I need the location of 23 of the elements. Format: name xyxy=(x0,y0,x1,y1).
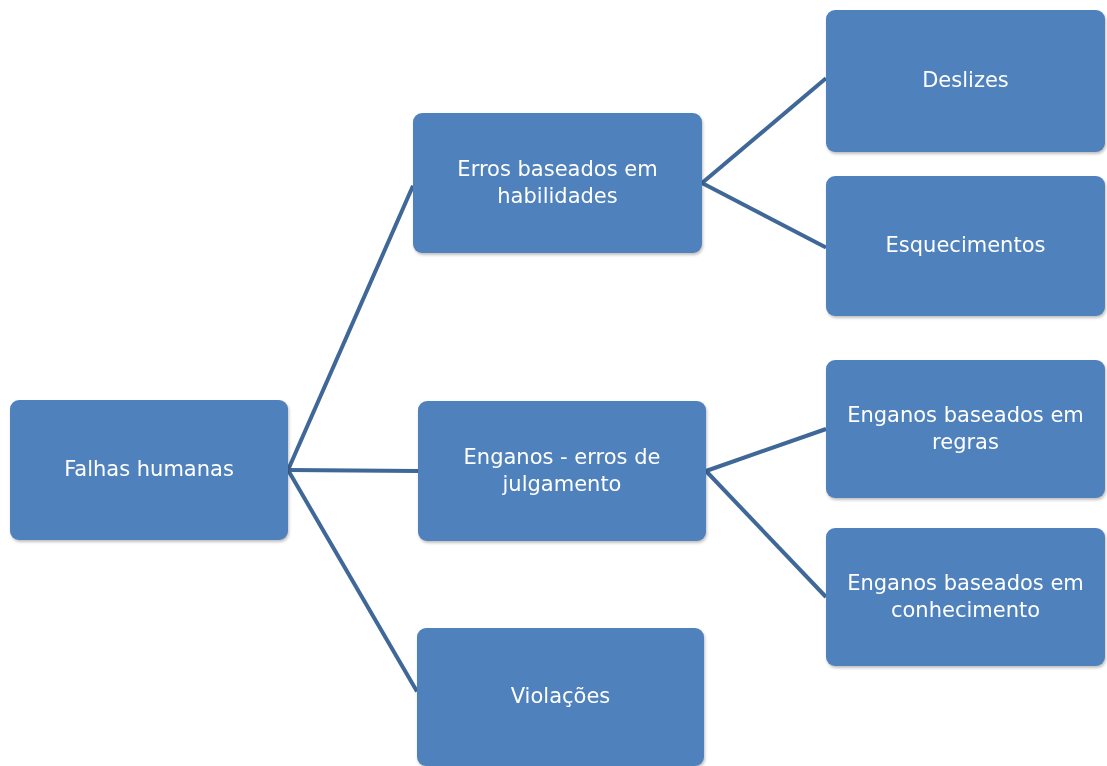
connector-line xyxy=(288,468,418,473)
process-box xyxy=(10,400,288,540)
process-box xyxy=(826,10,1105,152)
box-label: Enganos baseados em regras xyxy=(846,401,1085,456)
connector-line xyxy=(701,181,827,250)
process-box xyxy=(417,628,704,766)
connector-line xyxy=(700,76,828,185)
box-label: Enganos baseados em conhecimento xyxy=(846,569,1085,624)
connector-line xyxy=(704,469,828,599)
process-box xyxy=(413,113,702,253)
connector-line xyxy=(286,469,419,693)
process-box xyxy=(826,528,1105,666)
box-label: Erros baseados em habilidades xyxy=(456,155,659,210)
connector-line xyxy=(705,427,827,473)
box-label: Falhas humanas xyxy=(64,456,234,484)
connector-line xyxy=(286,185,415,471)
box-label: Esquecimentos xyxy=(885,232,1046,260)
box-label: Enganos - erros de julgamento xyxy=(462,443,662,498)
process-box xyxy=(826,176,1105,316)
box-label: Violações xyxy=(510,683,611,711)
process-box xyxy=(826,360,1105,498)
box-label: Deslizes xyxy=(922,67,1009,95)
process-box xyxy=(418,401,706,541)
